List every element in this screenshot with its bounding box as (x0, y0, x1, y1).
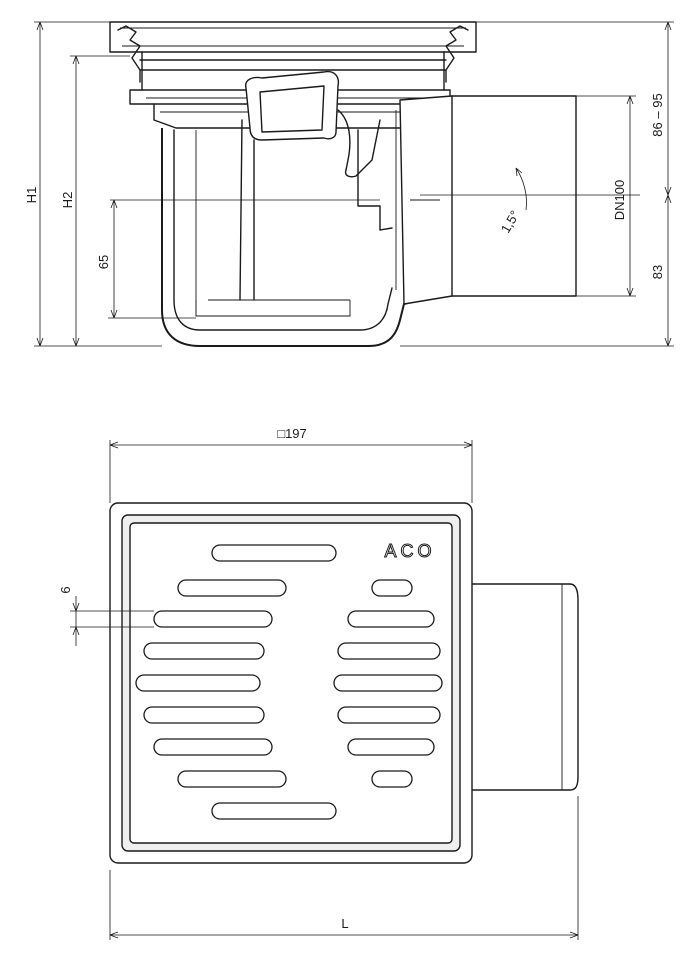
outlet-top (469, 583, 579, 791)
dim-h1 (34, 21, 162, 347)
brand-logo: ACO (384, 541, 435, 561)
label-length: L (341, 916, 348, 931)
dim-width (109, 440, 473, 503)
slot (211, 802, 337, 820)
top-view: ACO □197 6 L (58, 426, 579, 940)
dim-dn100 (576, 95, 636, 297)
slot (337, 706, 441, 724)
slot (143, 642, 265, 660)
slot (333, 674, 443, 692)
odour-trap (245, 70, 340, 141)
grate-plate (129, 522, 453, 844)
slot (371, 579, 413, 597)
dim-86-95 (476, 21, 674, 196)
label-h1: H1 (24, 187, 39, 204)
slot (177, 579, 287, 597)
slot (347, 738, 435, 756)
side-view: H1 H2 65 86 – 95 83 DN100 1,5° (24, 21, 674, 347)
label-width: □197 (277, 426, 307, 441)
dim-83 (400, 194, 674, 347)
grate-slots (135, 544, 443, 820)
drain-body (161, 128, 456, 347)
label-83: 83 (650, 265, 665, 279)
label-dn100: DN100 (612, 180, 627, 220)
dim-h2 (70, 55, 130, 347)
dim-65 (108, 199, 196, 319)
label-slot-width: 6 (58, 586, 73, 593)
dim-angle (515, 167, 527, 211)
dim-length (109, 796, 579, 940)
slot (211, 544, 337, 562)
slot (143, 706, 265, 724)
dim-slot-width (70, 596, 154, 646)
slot (135, 674, 261, 692)
slot (337, 642, 441, 660)
slot (177, 770, 287, 788)
grate-frame-section (109, 21, 477, 53)
slot (153, 738, 273, 756)
slot (153, 610, 273, 628)
slot (347, 610, 435, 628)
label-86-95: 86 – 95 (650, 93, 665, 136)
label-h2: H2 (60, 192, 75, 209)
slot (371, 770, 413, 788)
label-65: 65 (96, 255, 111, 269)
